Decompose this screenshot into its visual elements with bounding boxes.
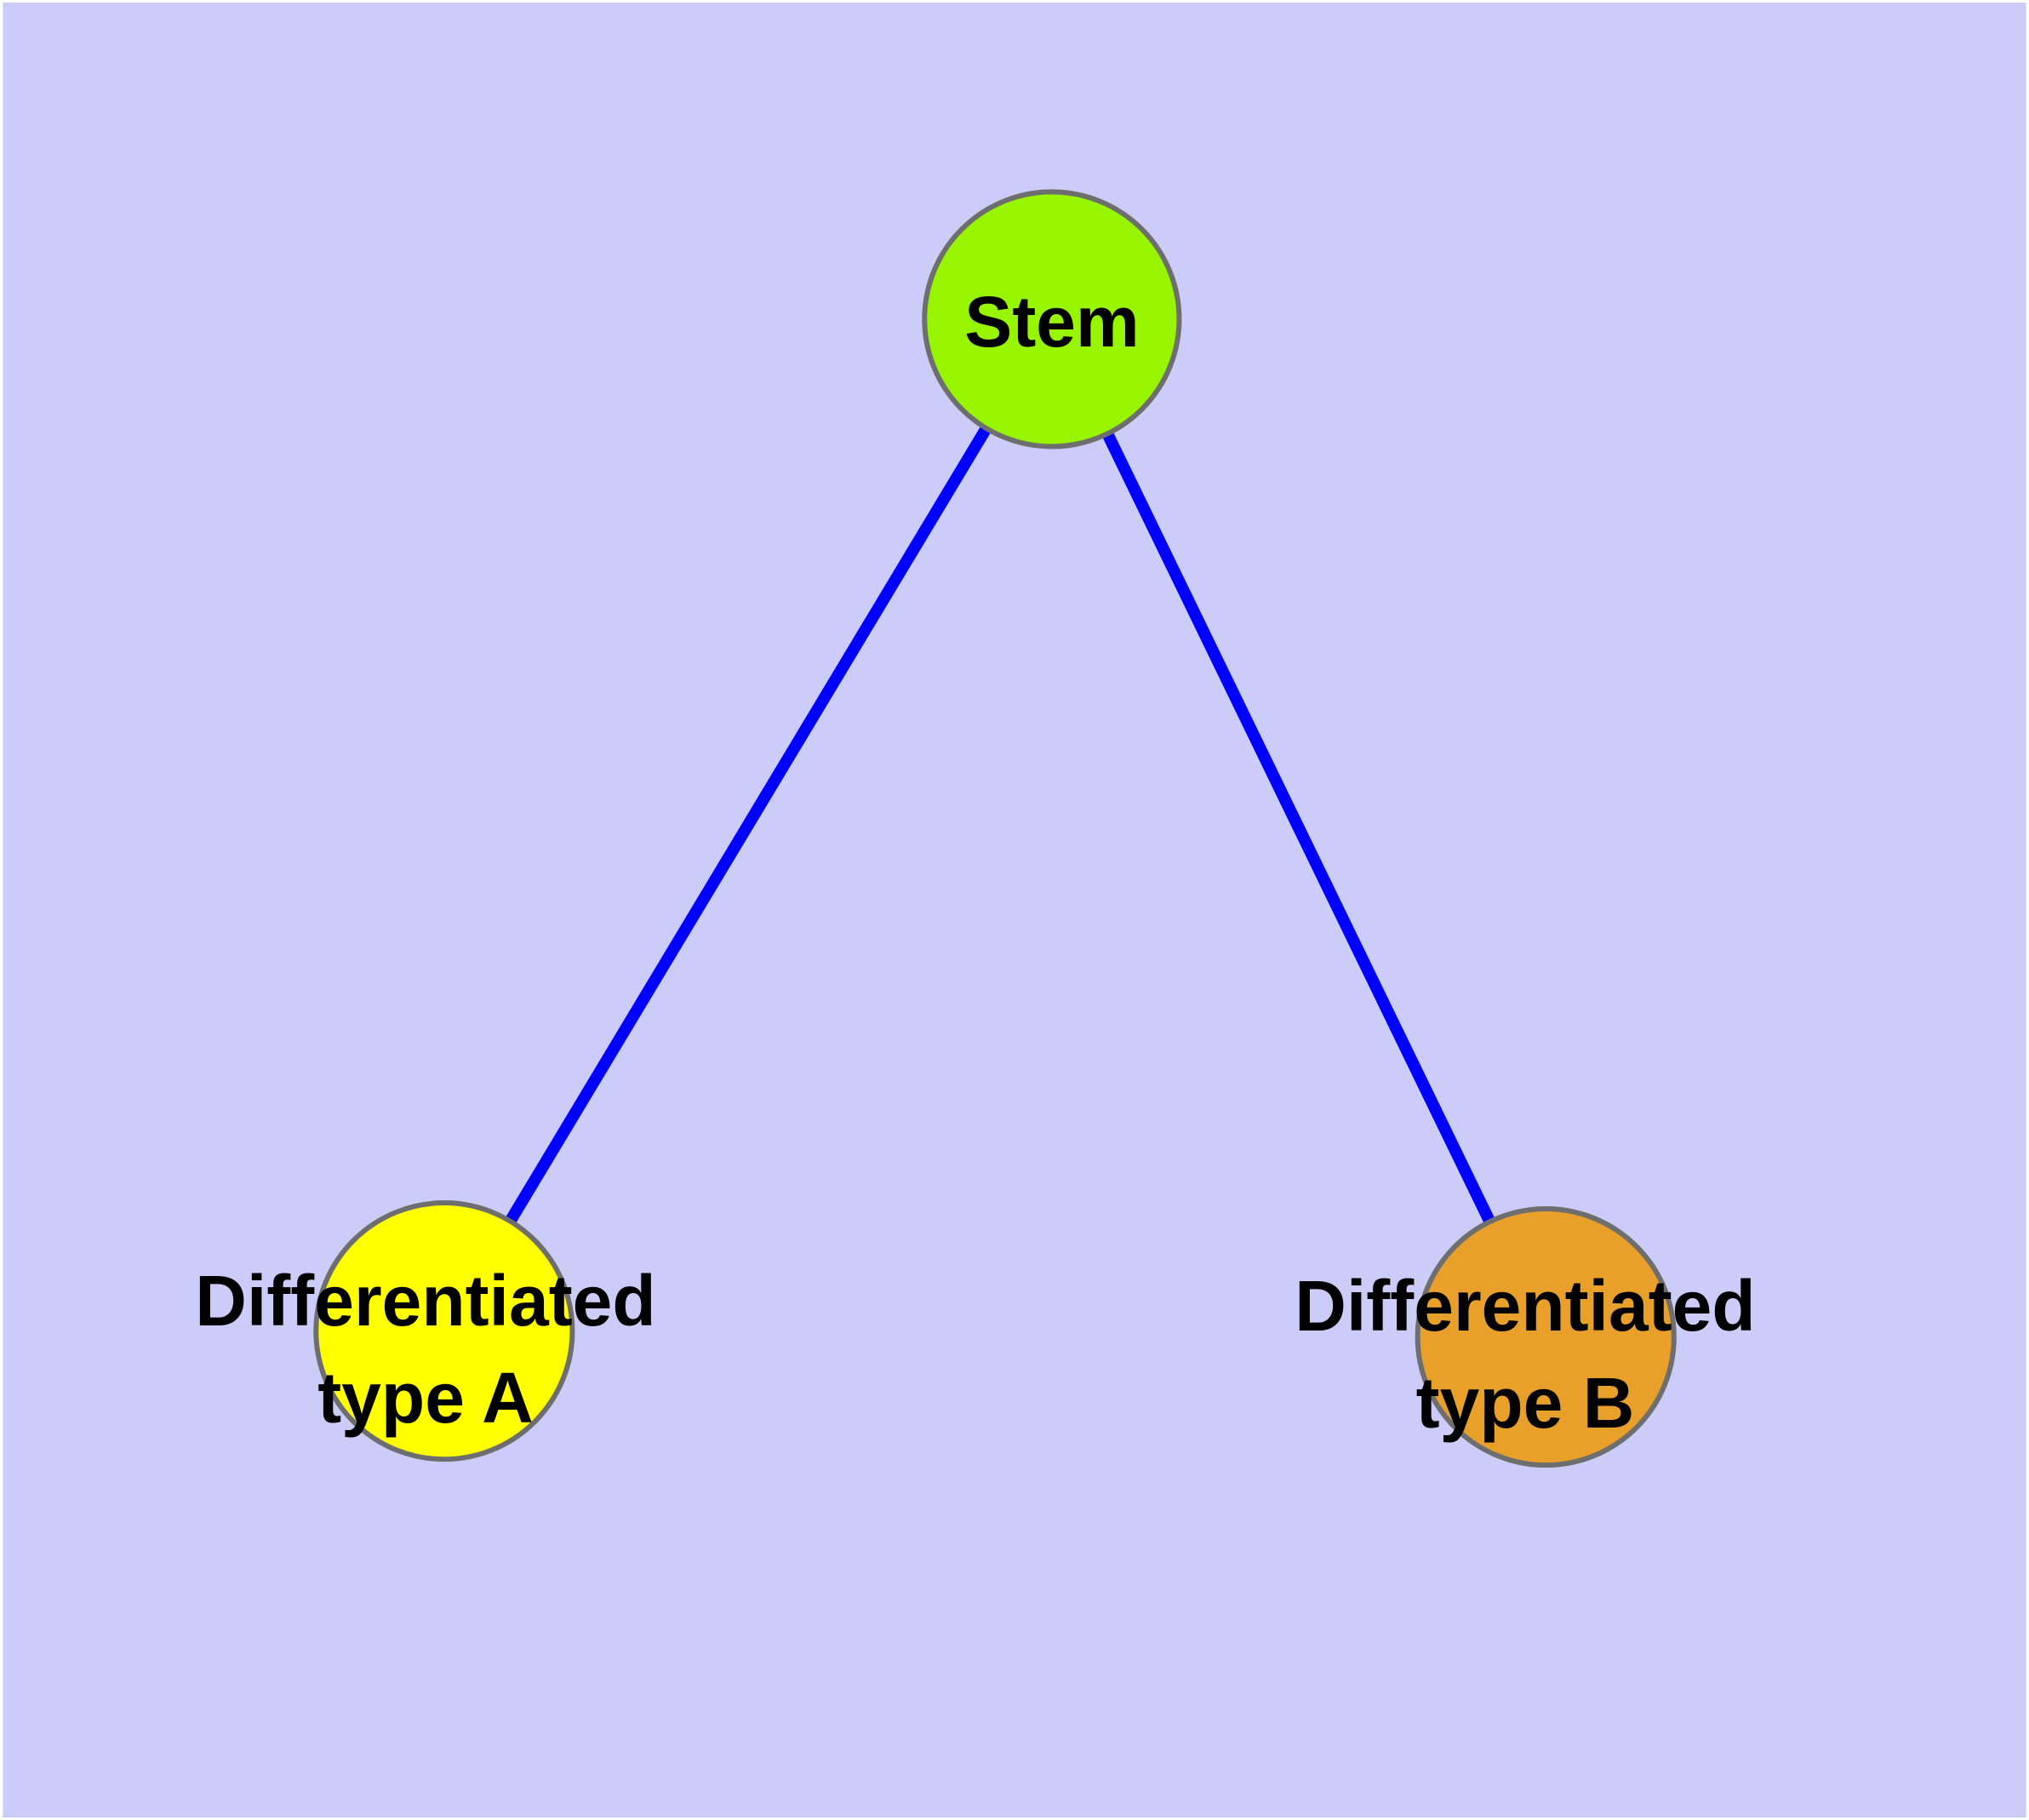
node-differentiated-type-a-label: Differentiated type A	[195, 1252, 655, 1446]
node-differentiated-type-b-label: Differentiated type B	[1295, 1257, 1755, 1451]
node-differentiated-type-b-label-line-2: type B	[1415, 1363, 1635, 1443]
edge-stem-to-type-a	[438, 316, 1057, 1335]
node-differentiated-type-b-label-line-1: Differentiated	[1295, 1266, 1756, 1346]
node-differentiated-type-b	[1415, 1206, 1677, 1468]
diagram-canvas	[3, 3, 2026, 1817]
node-stem-label-line: Stem	[964, 282, 1140, 362]
node-stem	[922, 189, 1182, 449]
node-stem-label: Stem	[964, 273, 1139, 370]
node-differentiated-type-a-label-line-1: Differentiated	[195, 1261, 656, 1341]
node-differentiated-type-a-label-line-2: type A	[317, 1358, 534, 1438]
edge-stem-to-type-b	[1046, 316, 1552, 1340]
node-differentiated-type-a	[313, 1200, 575, 1462]
